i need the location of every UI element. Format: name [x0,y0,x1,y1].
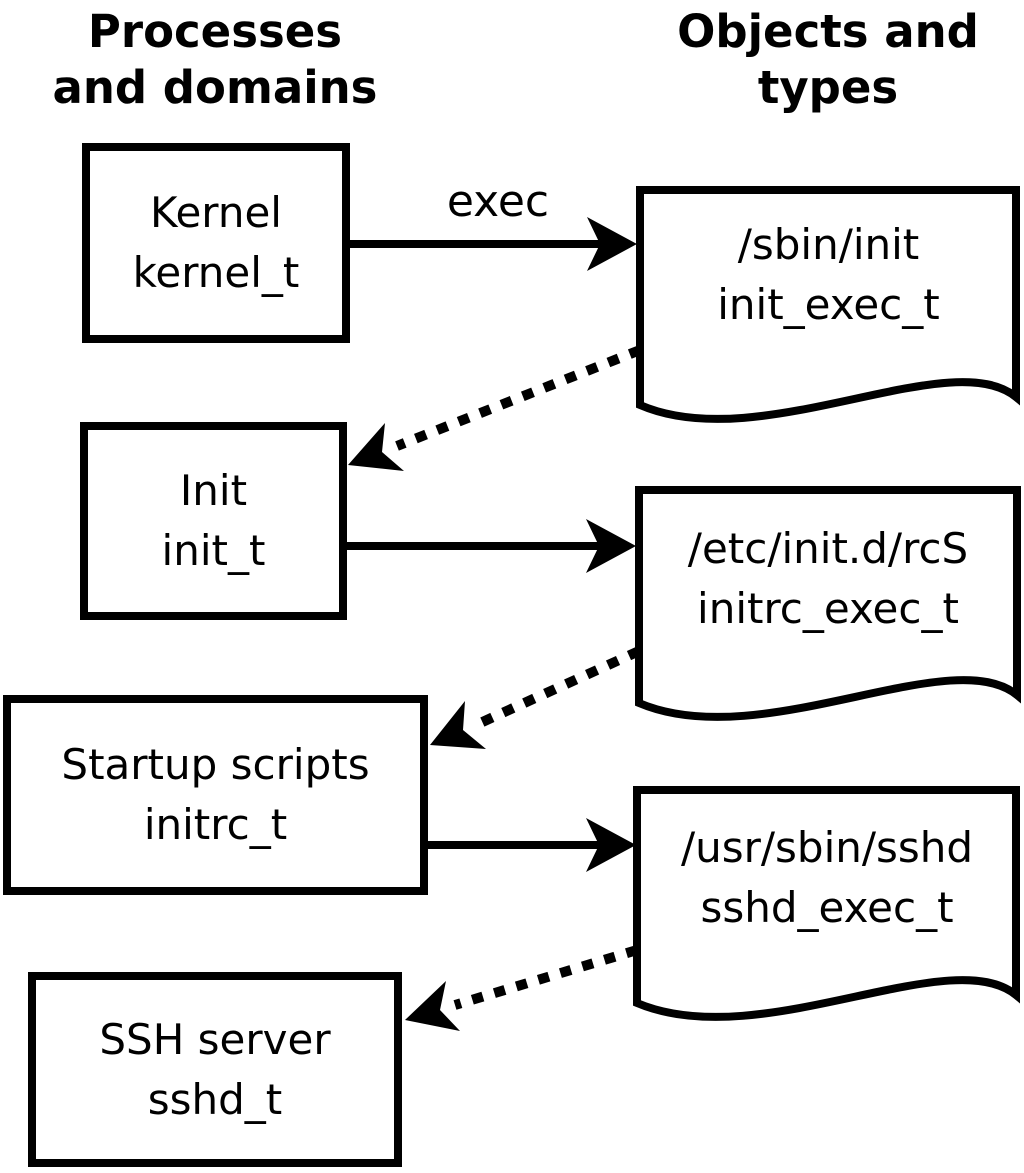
transition-arrow-sshd-head [405,981,460,1031]
column-heading-processes-line2: and domains [52,61,378,114]
transition-arrow-init-head [348,423,404,471]
object-label-sbin-init: /sbin/init init_exec_t [640,215,1017,335]
transition-arrow-startup-line [475,646,642,729]
process-box-startup-scripts-domain: initrc_t [143,800,288,849]
document-shape-sbin-init [636,186,1020,423]
process-box-ssh-server-domain: sshd_t [147,1074,283,1124]
object-label-etc-initd-rcs-type: initrc_exec_t [697,584,959,633]
column-heading-processes-line1: Processes [87,5,343,58]
object-label-usr-sbin-sshd-type: sshd_exec_t [700,883,954,932]
object-label-sbin-init-path: /sbin/init [737,220,920,269]
exec-arrow-init-head [586,519,636,573]
object-label-usr-sbin-sshd: /usr/sbin/sshd sshd_exec_t [637,818,1017,938]
column-heading-objects-line2: types [757,61,899,114]
document-shape-etc-initd-rcs [635,486,1021,721]
transition-arrow-init-line [395,345,642,451]
column-heading-objects: Objects and types [628,4,1024,116]
column-heading-objects-line1: Objects and [677,5,979,58]
exec-arrow-startup-head [586,818,636,872]
object-label-etc-initd-rcs: /etc/init.d/rcS initrc_exec_t [639,519,1017,639]
object-label-etc-initd-rcs-path: /etc/init.d/rcS [687,524,969,573]
process-box-init-label: Init [179,466,248,515]
process-box-ssh-server: SSH server sshd_t [28,972,402,1167]
process-box-kernel: Kernel kernel_t [82,143,350,343]
object-label-sbin-init-type: init_exec_t [717,280,940,329]
process-box-init-domain: init_t [161,526,266,575]
exec-edge-label: exec [446,176,550,227]
process-box-startup-scripts-label: Startup scripts [61,740,370,789]
exec-arrow-kernel-head [587,217,637,271]
transition-arrow-sshd-line [453,945,639,1010]
process-box-kernel-label: Kernel [150,188,282,237]
process-box-startup-scripts: Startup scripts initrc_t [3,695,428,895]
column-heading-processes: Processes and domains [15,4,415,116]
document-shape-usr-sbin-sshd [633,786,1020,1021]
object-label-usr-sbin-sshd-path: /usr/sbin/sshd [680,823,974,872]
process-box-ssh-server-label: SSH server [99,1014,331,1064]
process-box-kernel-domain: kernel_t [132,248,300,297]
transition-arrow-startup-head [430,701,486,749]
process-box-init: Init init_t [80,422,347,620]
